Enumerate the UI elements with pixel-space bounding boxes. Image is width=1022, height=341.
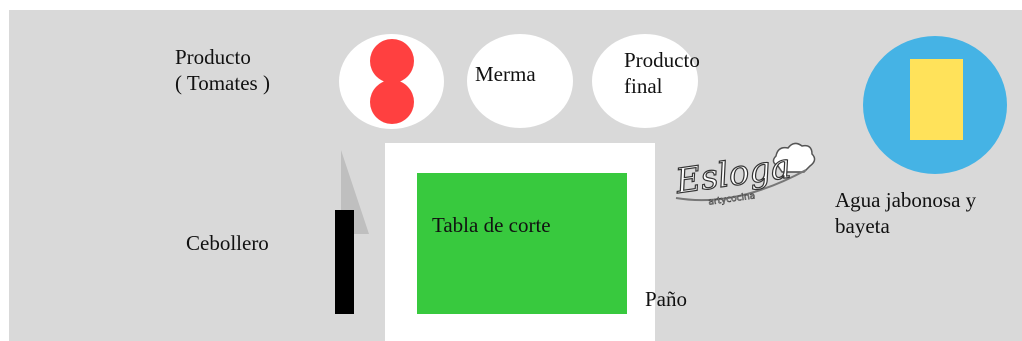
merma-bowl — [467, 34, 573, 128]
pano-label: Paño — [645, 287, 687, 311]
esloga-logo: Esloga artycocina — [672, 142, 816, 208]
knife — [335, 150, 369, 314]
workstation-diagram: Producto ( Tomates ) Merma Producto fina… — [9, 10, 1022, 341]
cebollero-label: Cebollero — [186, 231, 269, 255]
agua-jabonosa-label: Agua jabonosa y bayeta — [835, 188, 977, 238]
cutting-board — [417, 173, 627, 314]
tomato-top — [370, 39, 414, 83]
knife-handle — [335, 210, 354, 314]
chef-hat-icon — [772, 142, 816, 173]
producto-final-label: Producto final — [624, 48, 700, 98]
producto-label: Producto ( Tomates ) — [175, 45, 270, 95]
producto-final-bowl — [592, 34, 698, 128]
merma-label: Merma — [475, 62, 536, 86]
sponge — [910, 59, 963, 140]
tomato-bottom — [370, 80, 414, 124]
tomatoes — [370, 39, 414, 124]
tabla-de-corte-label: Tabla de corte — [432, 213, 551, 237]
